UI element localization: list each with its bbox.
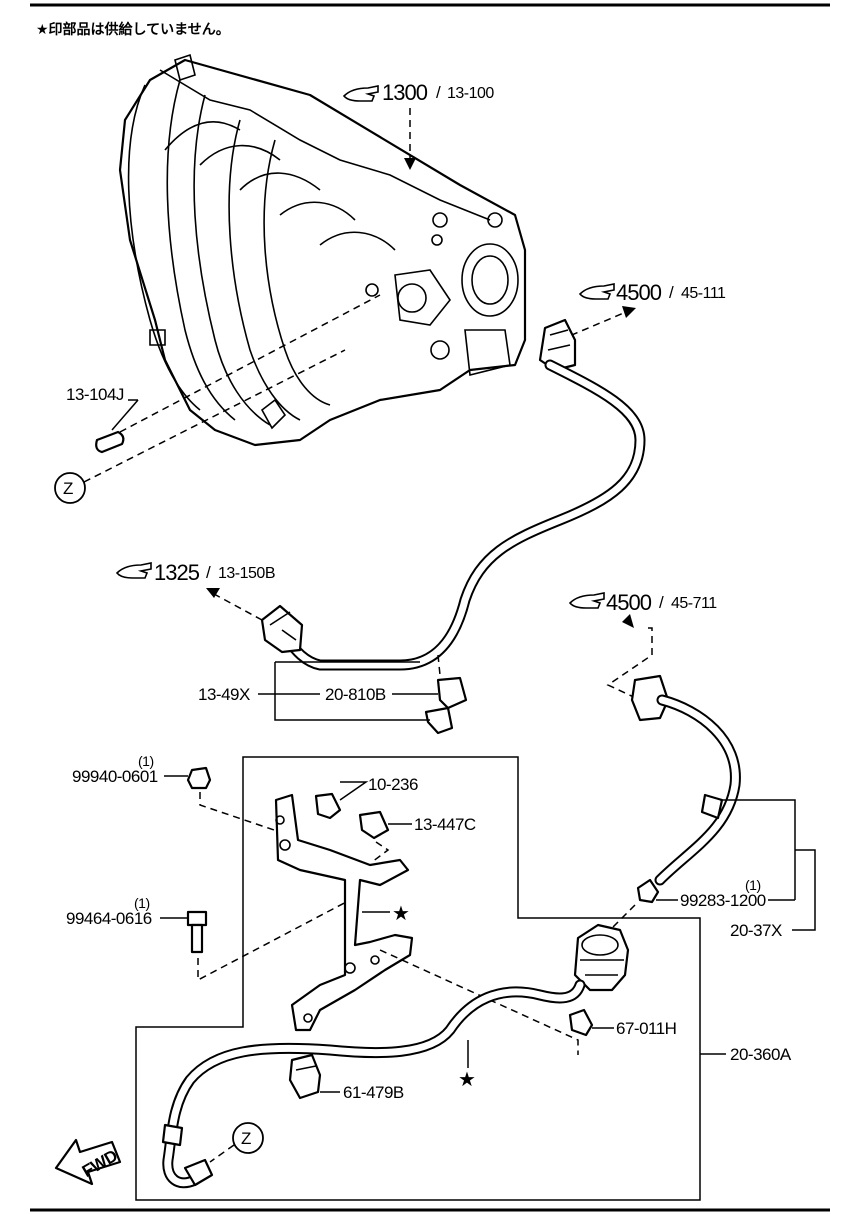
svg-text:Z: Z [63,479,73,498]
label-10-236: 10-236 [368,775,418,794]
arrow-1325 [206,588,220,598]
arrow-4500a [622,306,636,318]
arrow-1300 [404,158,416,170]
clip-67-011H [568,1008,594,1037]
svg-text:13-100: 13-100 [447,85,494,102]
star-mark-lower: ★ [458,1067,476,1091]
ref-4500-45-111[interactable]: 4500 / 45-111 [578,280,727,305]
right-hose-connector [630,674,670,722]
label-99283-1200-qty: (1) [745,877,761,893]
upper-hose-connector [538,318,577,372]
svg-text:/: / [669,283,674,302]
right-vacuum-hose [654,694,741,886]
mounting-bracket [274,793,414,1032]
not-supplied-note: ★印部品は供給していません。 [36,21,230,38]
hand-icon [578,283,615,300]
arrow-4500b [622,614,634,628]
svg-text:13-150B: 13-150B [218,565,275,582]
z-marker-top: Z [54,472,86,504]
label-99940-0601-qty: (1) [138,753,154,769]
svg-text:Z: Z [241,1129,251,1148]
label-99464-0616: 99464-0616 [66,909,152,928]
purge-valve [573,923,630,992]
intake-manifold [118,53,527,447]
svg-text:45-711: 45-711 [671,595,717,612]
svg-text:1300: 1300 [382,80,428,105]
svg-text:/: / [206,563,211,582]
label-20-37X: 20-37X [730,921,782,940]
bolt-99464-0616 [186,910,208,954]
nut-99940-0601 [186,766,212,790]
fwd-arrow: FWD [54,1138,122,1186]
label-20-810B: 20-810B [325,685,386,704]
svg-text:4500: 4500 [606,590,652,615]
label-13-104J: 13-104J [66,385,124,404]
label-99464-0616-qty: (1) [134,895,150,911]
bracket-20-37X [720,799,816,931]
clip-10-236 [314,792,342,820]
svg-text:/: / [436,83,441,102]
connector-1325 [260,604,304,654]
clip-20-810B [424,676,468,735]
plug-13-104J [95,430,125,454]
svg-text:45-111: 45-111 [681,285,726,302]
ref-1300[interactable]: 1300 / 13-100 [342,80,495,105]
hand-icon [568,592,605,609]
z-marker-bottom: Z [232,1122,264,1154]
upper-vacuum-hose [282,359,646,671]
label-67-011H: 67-011H [616,1019,676,1038]
label-99283-1200: 99283-1200 [680,891,766,910]
star-mark-upper: ★ [392,901,410,925]
clip-13-447C [358,810,390,840]
hand-icon [115,562,152,579]
lower-vacuum-hose [161,979,586,1189]
label-20-360A: 20-360A [730,1045,792,1064]
assembly-outline [135,756,701,1201]
label-13-447C: 13-447C [414,815,476,834]
label-13-49X: 13-49X [198,685,250,704]
ref-4500-45-711[interactable]: 4500 / 45-711 [568,590,718,615]
label-99940-0601: 99940-0601 [72,767,158,786]
clamp-99283-1200 [636,878,660,904]
connector-61-479B [288,1053,322,1100]
ref-1325[interactable]: 1325 / 13-150B [115,560,276,585]
hand-icon [342,85,379,102]
svg-text:4500: 4500 [616,280,662,305]
label-61-479B: 61-479B [343,1083,404,1102]
bracket-13-49X [274,661,430,721]
svg-text:/: / [659,593,664,612]
svg-text:1325: 1325 [154,560,200,585]
